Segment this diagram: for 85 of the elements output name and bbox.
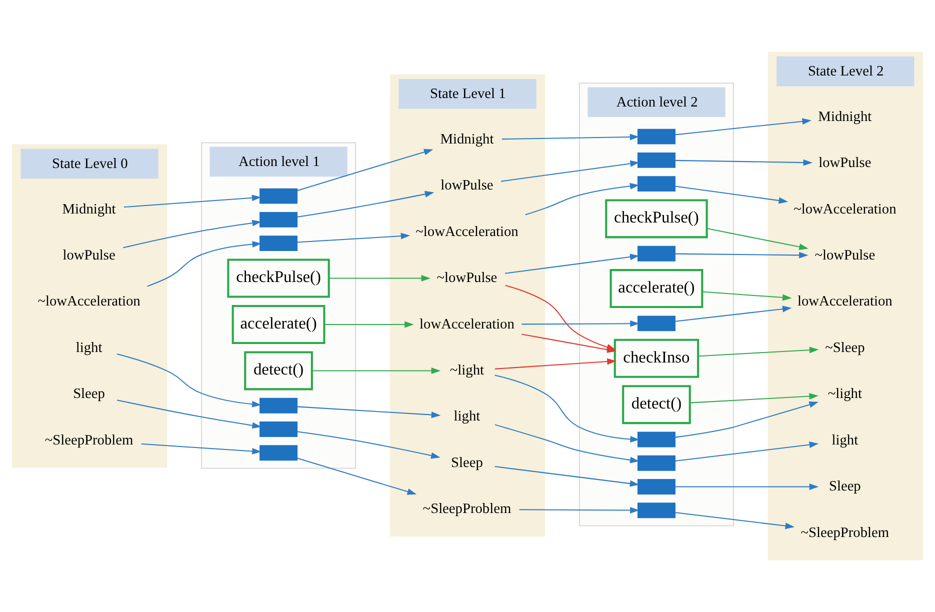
node-box: checkPulse() [227,258,330,298]
node-text: Midnight [62,201,116,218]
arrow [297,406,441,418]
node-text: ~SleepProblem [422,501,512,518]
arrow [504,254,640,274]
node-bar [637,479,676,494]
arrow [675,484,819,490]
node-bar [637,432,676,448]
node-bar [260,188,298,204]
arrow [674,306,792,322]
arrow [122,220,262,248]
arrow [324,321,414,328]
node-box: checkPulse() [605,199,708,238]
node-text: lowAcceleration [420,316,514,332]
arrow [702,291,792,301]
arrow [525,182,640,216]
node-bar [637,502,676,518]
node-box: accelerate() [610,269,704,308]
node-text: Midnight [818,108,872,125]
node-text: light [832,432,858,448]
arrow [706,228,808,250]
node-text: ~lowAcceleration [416,224,518,240]
node-text: ~lowPulse [436,270,498,286]
node-text: Sleep [451,454,483,471]
arrow [674,512,795,530]
node-box: detect() [622,385,691,424]
arrow [494,424,640,464]
node-text: lowPulse [62,247,116,264]
node-bar [637,128,676,144]
node-bar [637,455,676,471]
arrow [116,400,262,429]
node-text: ~lowPulse [814,247,876,264]
arrow [690,393,818,404]
node-text: Midnight [440,131,494,148]
arrow [494,358,616,370]
arrow [522,320,640,327]
arrow [329,275,431,282]
node-text: light [454,408,480,425]
arrow [501,160,640,182]
node-text: lowAcceleration [797,294,892,310]
arrow [675,252,808,258]
arrow [674,186,788,204]
node-text: light [76,340,102,356]
node-bar [260,422,298,437]
node-box: accelerate() [232,304,326,344]
node-text: ~SleepProblem [44,432,134,448]
arrow [116,354,262,408]
arrow [674,118,812,136]
node-text: Sleep [73,386,105,402]
node-text: ~lowAcceleration [38,294,140,310]
node-text: ~Sleep [825,340,865,356]
arrow [494,374,640,442]
node-bar [637,316,676,332]
node-bar [637,246,676,262]
node-bar [260,236,298,252]
node-text: lowPulse [440,178,494,194]
arrow [147,241,262,287]
arrow [297,232,410,243]
arrow [296,458,417,495]
arrow [675,159,813,166]
node-box: detect() [244,351,313,390]
node-bar [637,176,676,192]
node-text: ~light [828,386,862,402]
arrow [698,346,819,357]
node-bar [260,445,298,461]
arrow [675,401,818,438]
node-text: lowPulse [818,155,872,172]
arrow [124,194,262,208]
arrow [297,431,440,459]
node-bar [637,152,676,168]
node-box: checkInso [614,338,700,378]
node-text: Sleep [828,478,861,495]
node-text: ~SleepProblem [800,524,890,541]
node-text: ~light [450,362,484,379]
arrow [502,134,640,140]
arrow [494,466,640,487]
arrow [297,148,434,192]
arrow [297,190,434,218]
arrow [141,443,262,454]
node-bar [260,212,298,228]
arrow [312,367,441,374]
arrow [674,442,819,462]
arrow [519,507,640,514]
node-text: ~lowAcceleration [794,201,896,218]
node-bar [260,398,298,414]
